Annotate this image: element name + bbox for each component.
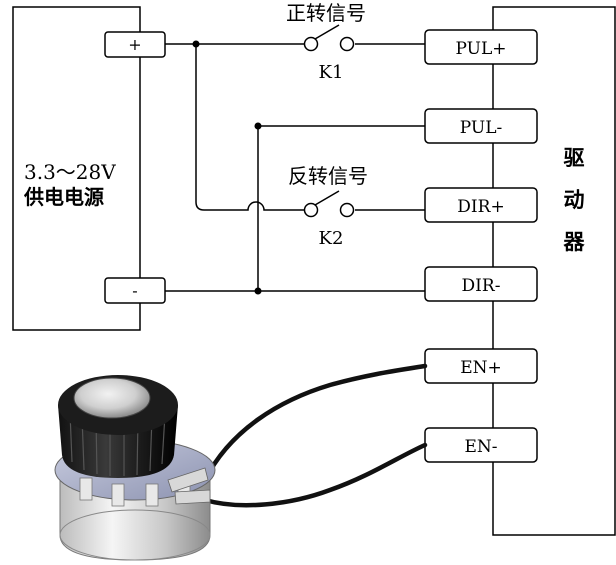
power-supply-label: 供电电源 [23,185,104,209]
wires [165,43,425,292]
terminal-dir-minus-label: DIR- [462,276,501,296]
terminal-pul-minus-label: PUL- [460,118,503,138]
terminal-dir-plus-label: DIR+ [457,197,504,217]
driver-label-char-3: 器 [563,229,586,254]
driver-label-char-2: 动 [564,187,585,212]
terminal-dir-minus [424,266,538,302]
driver-label-char-1: 驱 [564,145,585,170]
power-voltage-label: 3.3～28V [24,160,116,184]
switch-k2-title: 反转信号 [288,164,368,188]
terminal-pul-plus-label: PUL+ [456,39,507,59]
junction-dot [192,40,200,48]
potentiometer-cables [202,363,428,508]
switch-k1-name: K1 [319,62,344,83]
terminal-pul-plus [424,29,538,65]
junction-dot [254,122,262,130]
switch-k1-title: 正转信号 [286,1,366,25]
terminal-en-minus-label: EN- [464,437,497,457]
terminal-en-plus-label: EN+ [460,358,502,378]
power-plus-label: + [128,35,141,54]
switch-k2-name: K2 [319,228,344,249]
power-minus-label: - [132,281,137,300]
switch-k1 [303,24,355,52]
switch-k2 [303,190,355,218]
power-supply-box [12,6,141,331]
potentiometer-icon [54,375,216,561]
junction-dot [254,287,262,295]
terminal-dir-plus [424,187,538,223]
